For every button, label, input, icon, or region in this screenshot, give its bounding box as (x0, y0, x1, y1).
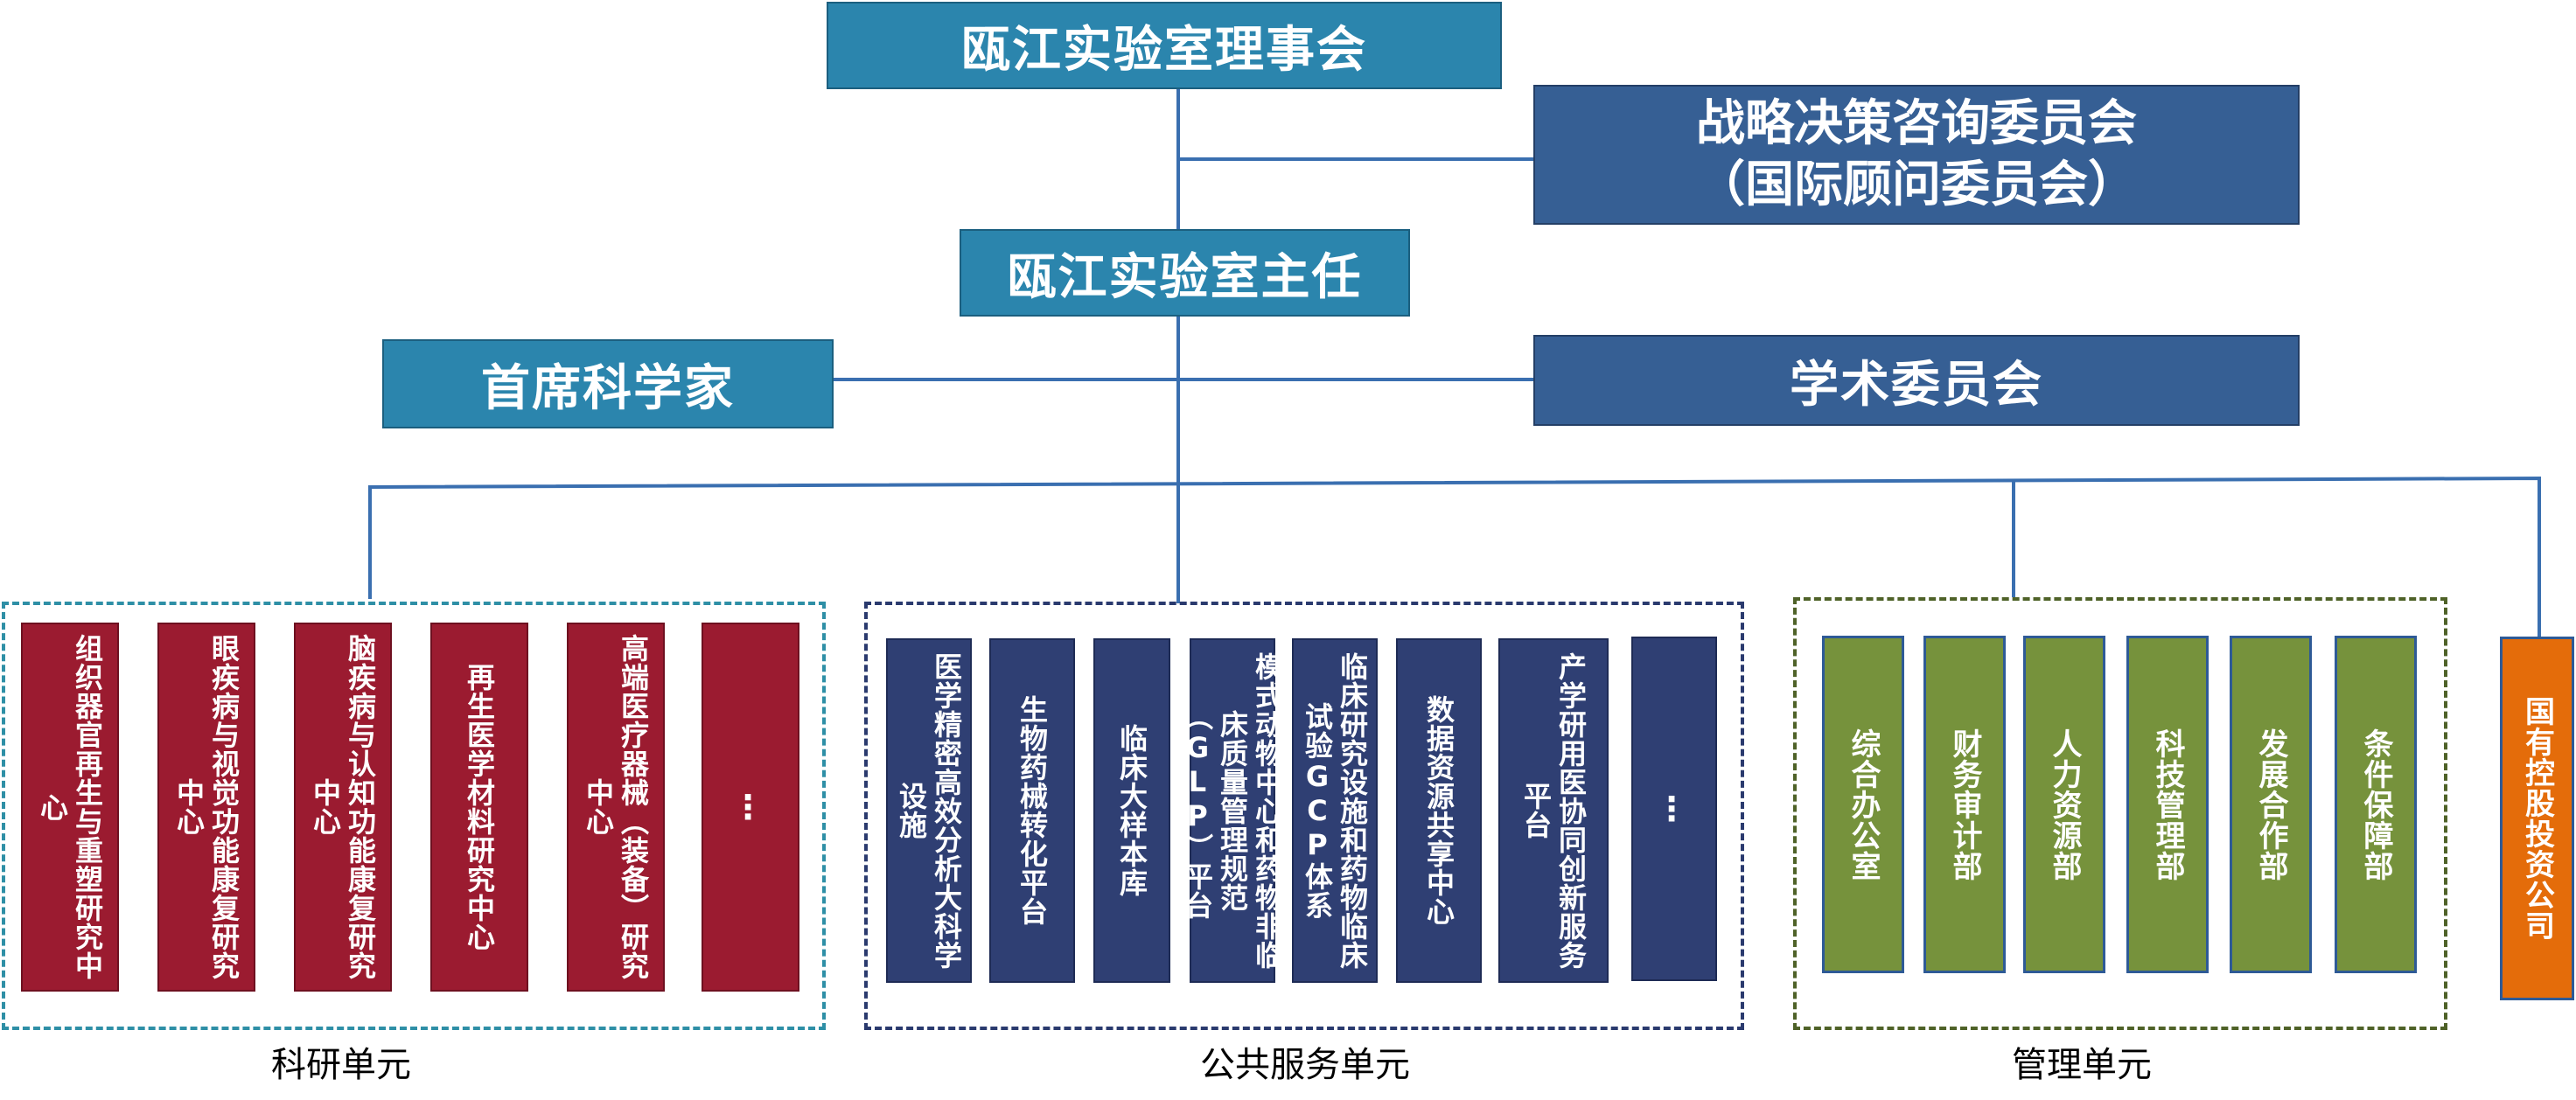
research-item: 再生医学材料研究中心 (430, 623, 528, 992)
research-unit-group (2, 602, 826, 1030)
management-item: 人力资源部 (2023, 636, 2105, 973)
management-item: 财务审计部 (1923, 636, 2006, 973)
academic-title: 学术委员会 (1790, 356, 2043, 414)
public-item: 医学精密高效分析大科学设施 (886, 638, 972, 983)
chief-scientist-box: 首席科学家 (382, 339, 834, 428)
research-item-more: ⋮ (702, 623, 799, 992)
academic-committee-box: 学术委员会 (1533, 335, 2300, 426)
research-item: 眼疾病与视觉功能康复研究中心 (157, 623, 255, 992)
council-box: 瓯江实验室理事会 (827, 2, 1502, 89)
ellipsis-icon: ⋮ (1655, 790, 1693, 828)
public-item-more: ⋮ (1631, 637, 1717, 981)
management-unit-group (1793, 597, 2447, 1030)
company-title: 国有控股投资公司 (2519, 696, 2555, 941)
management-item: 综合办公室 (1822, 636, 1904, 973)
research-unit-label: 科研单元 (271, 1045, 411, 1085)
unit-bus (368, 476, 2541, 637)
research-item: 脑疾病与认知功能康复研究中心 (294, 623, 392, 992)
management-item: 条件保障部 (2335, 636, 2417, 973)
management-unit-label: 管理单元 (2012, 1045, 2152, 1085)
public-item: 产学研用医协同创新服务平台 (1498, 638, 1609, 983)
research-item: 组织器官再生与重塑研究中心 (21, 623, 119, 992)
chief-scientist-title: 首席科学家 (481, 359, 735, 417)
strategy-subtitle: （国际顾问委员会） (1696, 157, 2137, 213)
director-title: 瓯江实验室主任 (1007, 248, 1363, 306)
research-item: 高端医疗器械（装备）研究中心 (567, 623, 665, 992)
public-item: 数据资源共享中心 (1396, 638, 1482, 983)
company-box: 国有控股投资公司 (2500, 637, 2574, 1000)
public-item: 模式动物中心和药物非临床质量管理规范（GLP）平台 (1181, 638, 1284, 983)
public-item: 生物药械转化平台 (989, 638, 1075, 983)
ellipsis-icon: ⋮ (731, 788, 770, 826)
public-item: 临床研究设施和药物临床试验GCP体系 (1292, 638, 1378, 983)
council-title: 瓯江实验室理事会 (961, 21, 1367, 79)
public-unit-label: 公共服务单元 (1200, 1045, 1410, 1085)
management-item: 科技管理部 (2126, 636, 2209, 973)
strategy-title: 战略决策咨询委员会 (1696, 95, 2137, 152)
management-item: 发展合作部 (2230, 636, 2312, 973)
public-item: 临床大样本库 (1093, 638, 1170, 983)
strategy-committee-box: 战略决策咨询委员会 （国际顾问委员会） (1533, 85, 2300, 225)
director-box: 瓯江实验室主任 (960, 229, 1410, 317)
public-unit-group (864, 602, 1744, 1030)
